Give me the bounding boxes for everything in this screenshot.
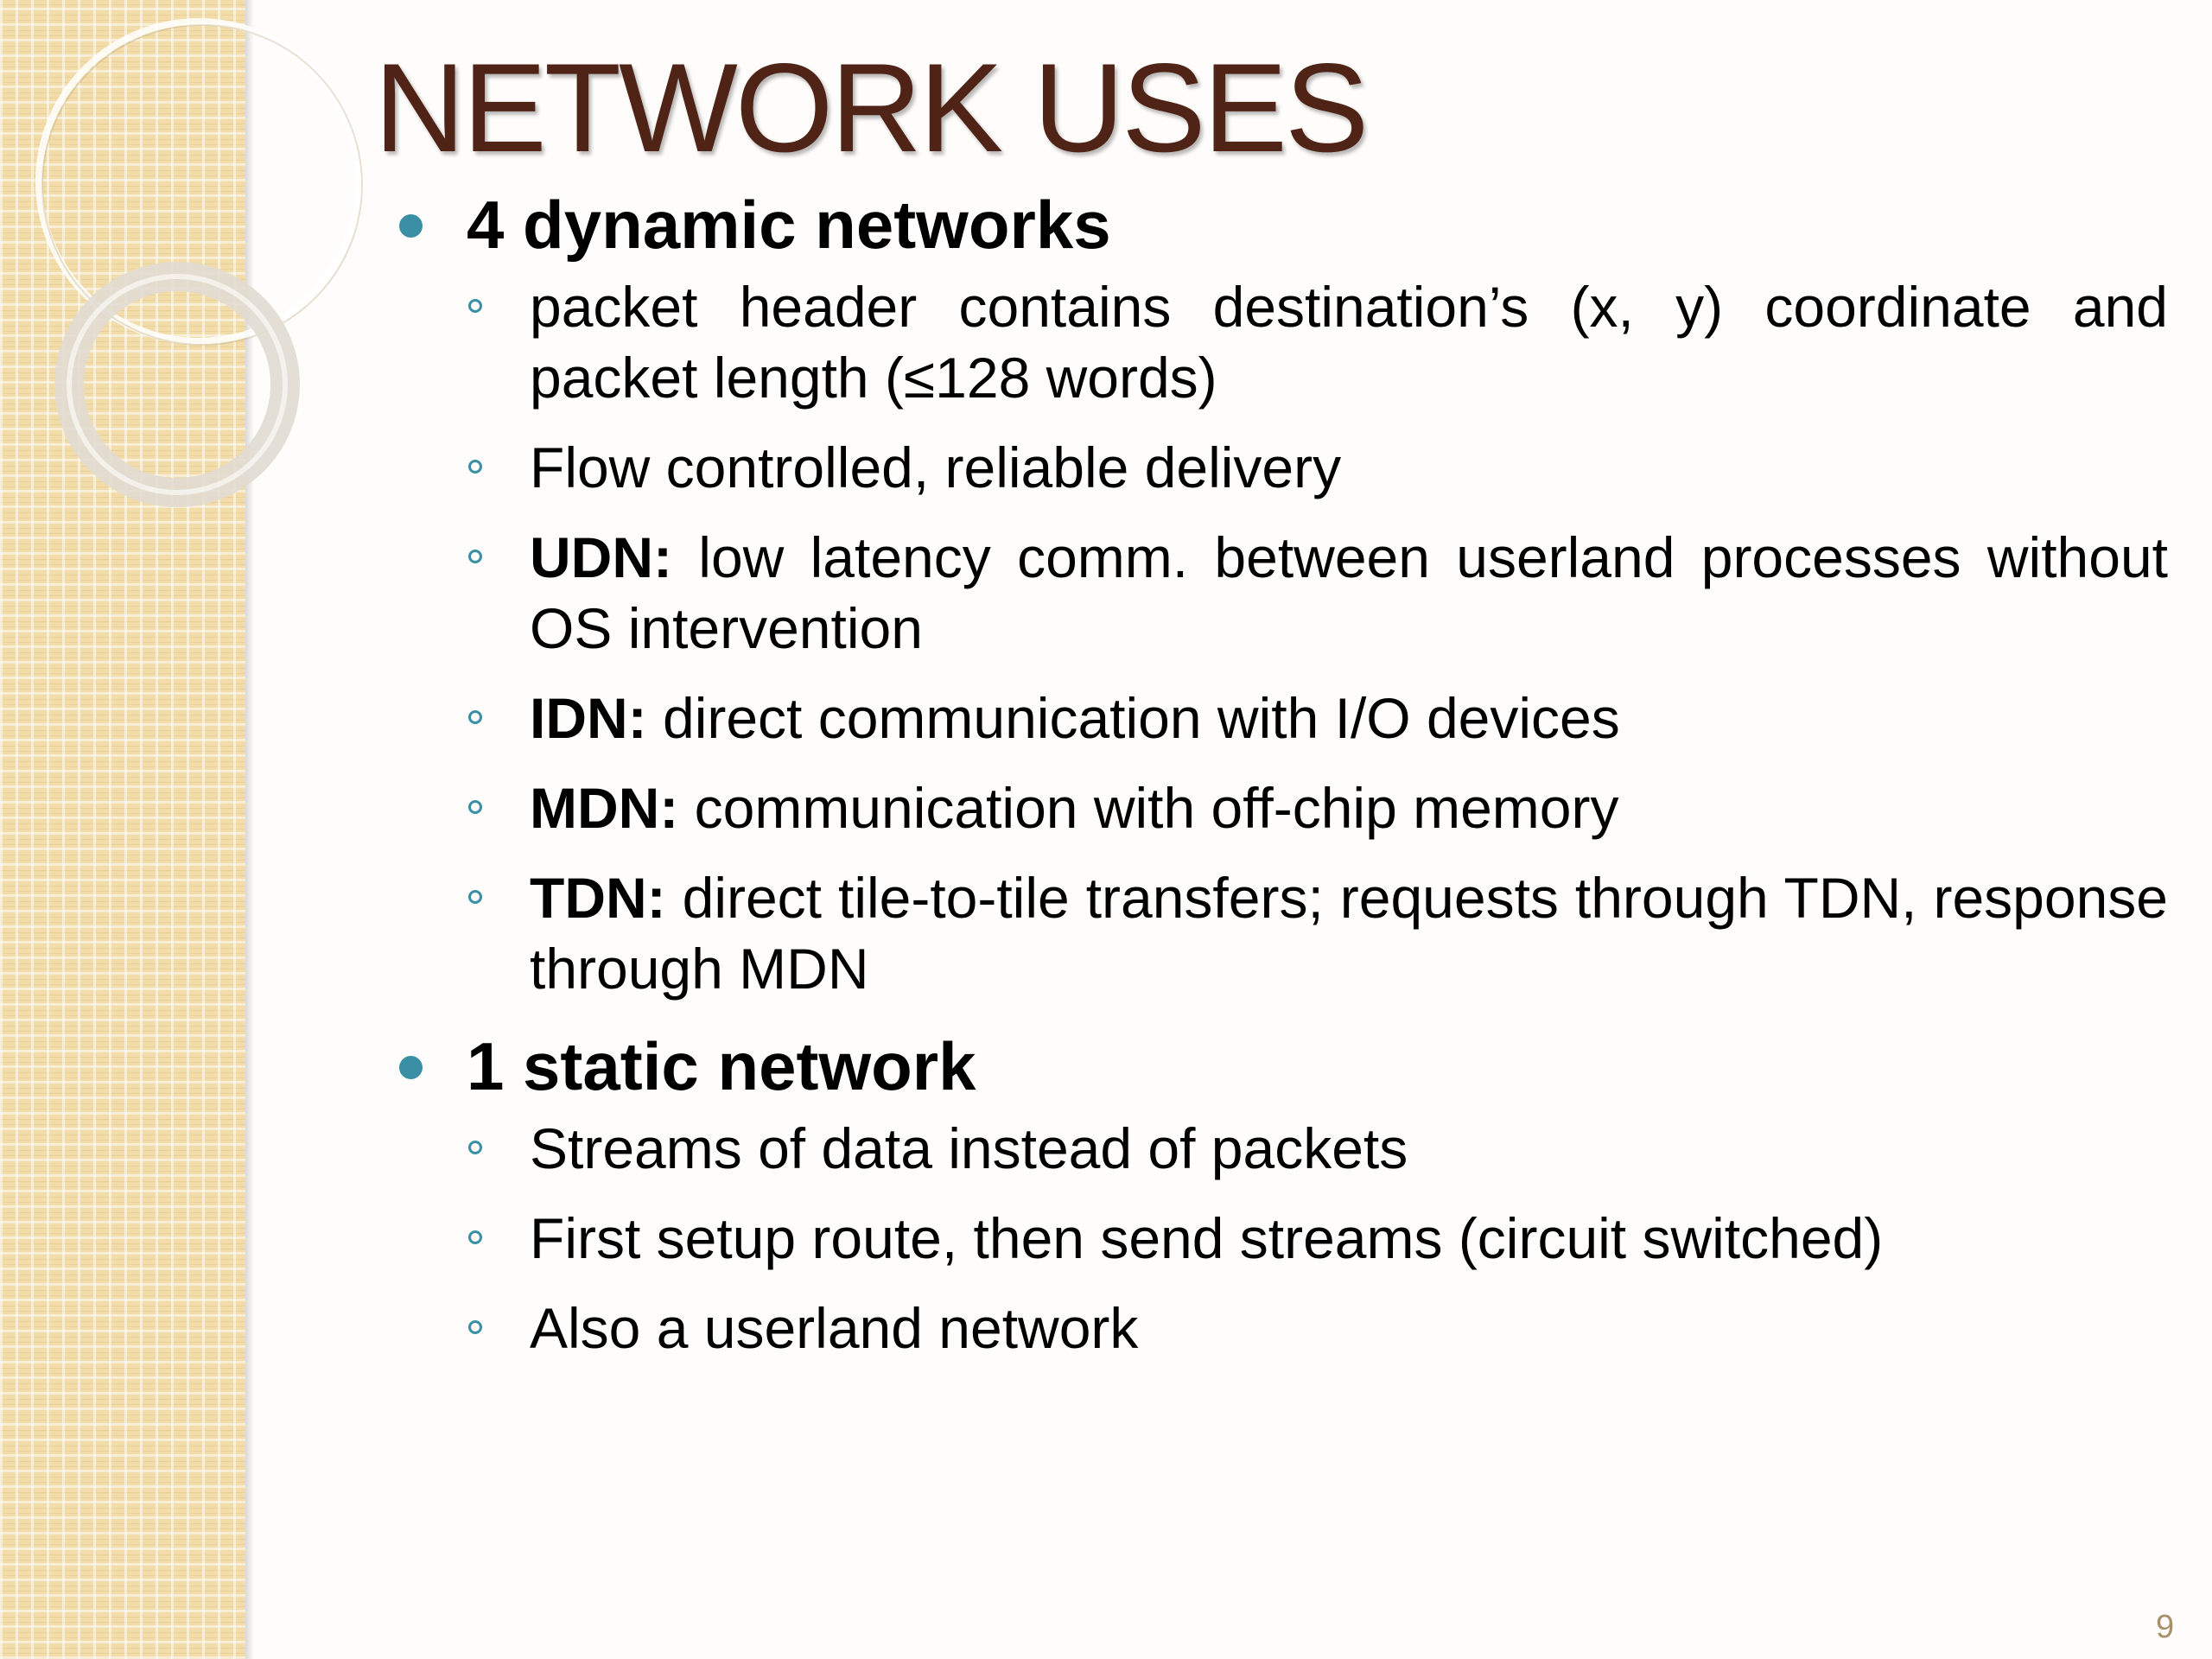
sub-bullet-text: First setup route, then send streams (ci…: [530, 1206, 1884, 1270]
sub-bullet-idn: IDN: direct communication with I/O devic…: [468, 683, 2169, 753]
sub-bullet-text: communication with off-chip memory: [678, 776, 1619, 840]
bullet-dot-icon: [399, 1056, 423, 1079]
sub-bullet-userland: Also a userland network: [468, 1293, 2169, 1363]
sub-bullet-text: direct tile-to-tile transfers; requests …: [530, 866, 2168, 1001]
bullet-dot-icon: [399, 214, 423, 238]
bullet-group-dynamic: 4 dynamic networks packet header contain…: [387, 181, 2169, 1004]
sub-bullet-circle-icon: [468, 890, 482, 904]
sub-bullet-streams: Streams of data instead of packets: [468, 1113, 2169, 1184]
sub-bullet-text: Flow controlled, reliable delivery: [530, 435, 1342, 499]
sub-bullet-bold-label: TDN:: [530, 866, 666, 930]
bullet-group-static: 1 static network Streams of data instead…: [387, 1023, 2169, 1363]
slide-content: 4 dynamic networks packet header contain…: [387, 181, 2169, 1382]
sub-bullet-setup-route: First setup route, then send streams (ci…: [468, 1203, 2169, 1274]
sub-bullet-tdn: TDN: direct tile-to-tile transfers; requ…: [468, 862, 2169, 1004]
bullet-heading: 1 static network: [467, 1028, 976, 1104]
sub-bullet-text: low latency comm. between userland proce…: [530, 525, 2168, 660]
sub-list-static: Streams of data instead of packets First…: [387, 1113, 2169, 1363]
sub-bullet-circle-icon: [468, 460, 482, 474]
bullet-heading: 4 dynamic networks: [467, 187, 1111, 263]
page-number: 9: [2156, 1609, 2175, 1645]
sub-bullet-text: Also a userland network: [530, 1296, 1139, 1360]
sub-bullet-bold-label: IDN:: [530, 686, 647, 750]
sub-bullet-circle-icon: [468, 1320, 482, 1334]
bullet-static-network: 1 static network: [387, 1023, 2169, 1109]
sub-bullet-text: packet header contains destination’s (x,…: [530, 275, 2168, 410]
sub-bullet-circle-icon: [468, 299, 482, 313]
sub-bullet-circle-icon: [468, 1141, 482, 1154]
sub-bullet-packet-header: packet header contains destination’s (x,…: [468, 271, 2169, 413]
sub-bullet-text: direct communication with I/O devices: [646, 686, 1620, 750]
sub-bullet-mdn: MDN: communication with off-chip memory: [468, 772, 2169, 843]
panel-shadow: [245, 0, 254, 1659]
decorative-rings-icon: [35, 18, 363, 507]
sub-bullet-text: Streams of data instead of packets: [530, 1116, 1408, 1180]
bullet-dynamic-networks: 4 dynamic networks: [387, 181, 2169, 268]
sub-bullet-bold-label: MDN:: [530, 776, 679, 840]
sub-list-dynamic: packet header contains destination’s (x,…: [387, 271, 2169, 1004]
sub-bullet-udn: UDN: low latency comm. between userland …: [468, 522, 2169, 664]
sub-bullet-bold-label: UDN:: [530, 525, 672, 589]
sub-bullet-circle-icon: [468, 1230, 482, 1244]
sub-bullet-circle-icon: [468, 800, 482, 814]
sub-bullet-circle-icon: [468, 710, 482, 724]
sub-bullet-flow-controlled: Flow controlled, reliable delivery: [468, 432, 2169, 503]
sub-bullet-circle-icon: [468, 550, 482, 563]
slide-title: NETWORK USES: [374, 37, 1369, 178]
